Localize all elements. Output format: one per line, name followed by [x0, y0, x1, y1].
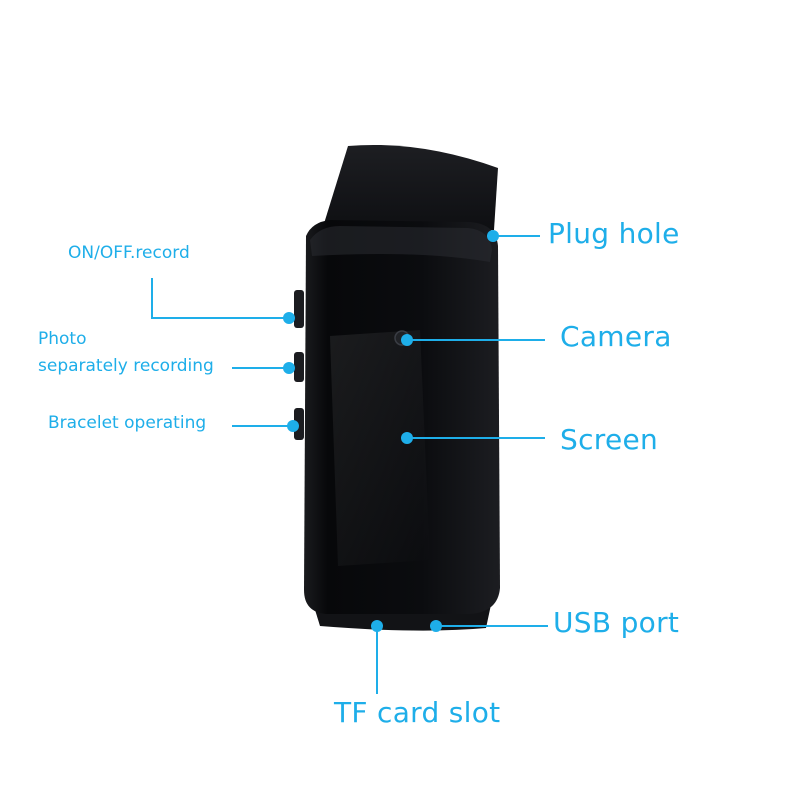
screen-glare — [330, 330, 430, 566]
photo-dot — [283, 362, 295, 374]
side-button-3 — [294, 408, 304, 440]
top-rim — [310, 226, 492, 262]
on-off-record-label: ON/OFF.record — [68, 243, 190, 263]
on-off-leader — [151, 278, 289, 319]
tf-card-dot — [371, 620, 383, 632]
plug-hole-label: Plug hole — [548, 217, 680, 250]
camera-dot — [401, 334, 413, 346]
screen-dot — [401, 432, 413, 444]
photo-label: Photo — [38, 329, 87, 349]
side-button-1 — [294, 290, 304, 328]
tf-card-slot-label: TF card slot — [334, 696, 501, 729]
bracelet-operating-label: Bracelet operating — [48, 413, 207, 433]
bracelet-dot — [287, 420, 299, 432]
strap-top — [322, 144, 498, 230]
plug-hole-dot — [487, 230, 499, 242]
separately-recording-label: separately recording — [38, 356, 214, 376]
on-off-dot — [283, 312, 295, 324]
usb-port-dot — [430, 620, 442, 632]
side-button-2 — [294, 352, 304, 382]
screen-label: Screen — [560, 423, 659, 456]
usb-port-label: USB port — [553, 606, 680, 639]
camera-label: Camera — [560, 320, 672, 353]
